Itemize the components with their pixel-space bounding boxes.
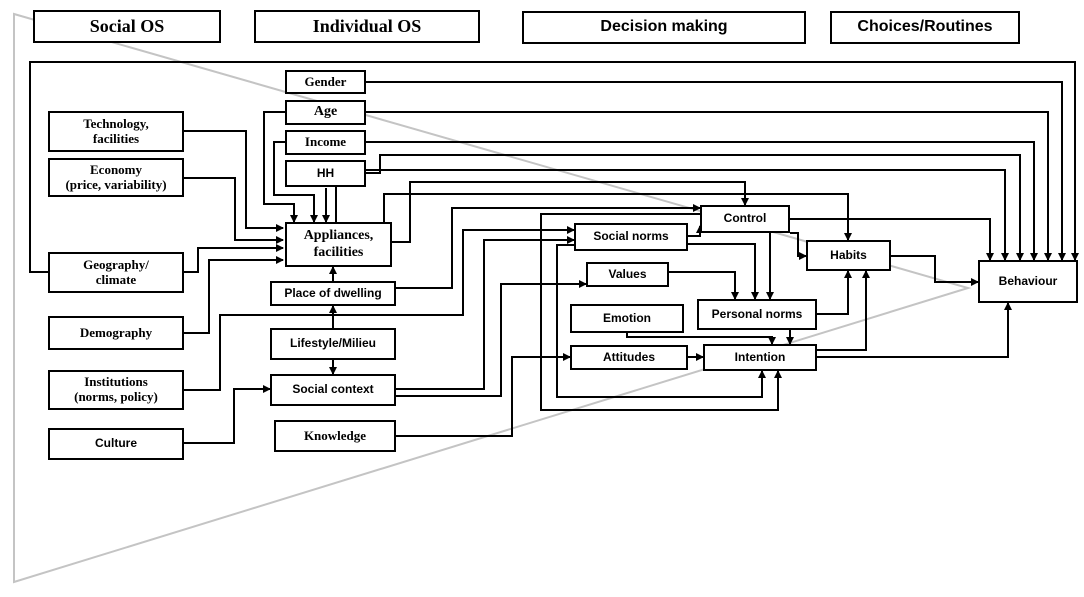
arrow-personalnorms-habits — [817, 270, 852, 315]
arrow-institutions-socialnorms — [184, 226, 575, 391]
header-decision-making-label: Decision making — [600, 18, 728, 36]
box-culture-label: Culture — [95, 436, 137, 451]
box-income: Income — [285, 130, 366, 155]
box-lifestyle-label: Lifestyle/Milieu — [289, 336, 377, 351]
box-intention-label: Intention — [734, 349, 786, 364]
arrow-gender-behaviour — [366, 81, 1066, 261]
arrow-socialnorms-personalnorms — [688, 243, 759, 300]
box-institutions: Institutions (norms, policy) — [48, 370, 184, 410]
header-individual-os: Individual OS — [254, 10, 480, 43]
box-emotion: Emotion — [570, 304, 684, 333]
arrow-technology-appliances — [184, 130, 284, 232]
box-attitudes: Attitudes — [570, 345, 688, 370]
box-hh: HH — [285, 160, 366, 187]
box-appliances: Appliances, facilities — [285, 222, 392, 267]
box-control-label: Control — [723, 211, 767, 226]
box-behaviour-label: Behaviour — [998, 273, 1058, 288]
arrow-control-intention — [540, 213, 782, 411]
arrow-intention-habits — [817, 270, 870, 351]
arrow-socialnorms-intention — [556, 244, 766, 398]
box-income-label: Income — [304, 134, 347, 150]
arrow-values-personalnorms — [669, 271, 739, 300]
arrow-age-appliances — [263, 111, 298, 223]
arrow-demography-appliances — [184, 256, 284, 334]
header-social-os-label: Social OS — [89, 16, 165, 37]
box-economy-label: Economy (price, variability) — [65, 161, 167, 192]
box-behaviour: Behaviour — [978, 260, 1078, 303]
arrow-hh-behaviour — [366, 154, 1024, 261]
box-technology-label: Technology, facilities — [83, 115, 149, 146]
box-geography: Geography/ climate — [48, 252, 184, 293]
arrow-socialcontext-values — [396, 280, 587, 397]
arrow-appliances-behaviour — [335, 169, 1009, 261]
arrow-geography-behaviour — [29, 61, 1079, 273]
box-habits: Habits — [806, 240, 891, 271]
arrow-emotion-intention — [626, 333, 776, 345]
box-place-of-dwelling-label: Place of dwelling — [284, 285, 382, 300]
box-values-label: Values — [608, 266, 647, 281]
box-geography-label: Geography/ climate — [83, 256, 149, 287]
arrow-control-behaviour — [790, 218, 994, 261]
box-habits-label: Habits — [830, 247, 867, 262]
arrow-geography-appliances — [184, 244, 284, 273]
box-attitudes-label: Attitudes — [603, 349, 655, 364]
box-demography: Demography — [48, 316, 184, 350]
box-control: Control — [700, 205, 790, 233]
funnel-triangle — [13, 12, 972, 584]
header-choices-routines-label: Choices/Routines — [857, 18, 993, 36]
box-age: Age — [285, 100, 366, 125]
box-age-label: Age — [313, 104, 338, 120]
arrow-culture-socialcontext — [184, 385, 271, 444]
box-gender: Gender — [285, 70, 366, 94]
box-hh-label: HH — [316, 165, 335, 180]
box-appliances-label: Appliances, facilities — [303, 228, 374, 260]
box-knowledge: Knowledge — [274, 420, 396, 452]
arrow-intention-behaviour — [817, 302, 1012, 358]
arrow-socialnorms-control — [688, 225, 704, 237]
arrow-habits-behaviour — [891, 255, 979, 286]
box-values: Values — [586, 262, 669, 287]
header-social-os: Social OS — [33, 10, 221, 43]
box-lifestyle: Lifestyle/Milieu — [270, 328, 396, 360]
box-knowledge-label: Knowledge — [303, 427, 367, 443]
box-personal-norms-label: Personal norms — [711, 306, 803, 321]
box-intention: Intention — [703, 344, 817, 371]
arrow-income-behaviour — [366, 141, 1038, 261]
arrow-appliances-habits — [383, 193, 852, 241]
box-social-norms: Social norms — [574, 223, 688, 251]
box-social-norms-label: Social norms — [593, 229, 669, 244]
arrow-economy-appliances — [184, 177, 284, 244]
arrow-appliances-control — [392, 181, 749, 243]
box-social-context: Social context — [270, 374, 396, 406]
box-culture: Culture — [48, 428, 184, 460]
box-emotion-label: Emotion — [603, 310, 651, 325]
box-place-of-dwelling: Place of dwelling — [270, 281, 396, 306]
arrow-income-appliances — [273, 141, 318, 223]
arrow-age-behaviour — [366, 111, 1052, 261]
box-economy: Economy (price, variability) — [48, 158, 184, 197]
box-demography-label: Demography — [79, 324, 153, 340]
arrow-socialcontext-socialnorms — [396, 236, 575, 390]
header-decision-making: Decision making — [522, 11, 806, 44]
box-technology: Technology, facilities — [48, 111, 184, 152]
header-individual-os-label: Individual OS — [312, 16, 422, 37]
header-choices-routines: Choices/Routines — [830, 11, 1020, 44]
box-institutions-label: Institutions (norms, policy) — [74, 374, 158, 404]
box-gender-label: Gender — [304, 73, 347, 89]
box-social-context-label: Social context — [292, 382, 374, 397]
arrow-control-habits — [790, 232, 807, 260]
box-personal-norms: Personal norms — [697, 299, 817, 330]
arrow-dwelling-control — [396, 204, 701, 289]
